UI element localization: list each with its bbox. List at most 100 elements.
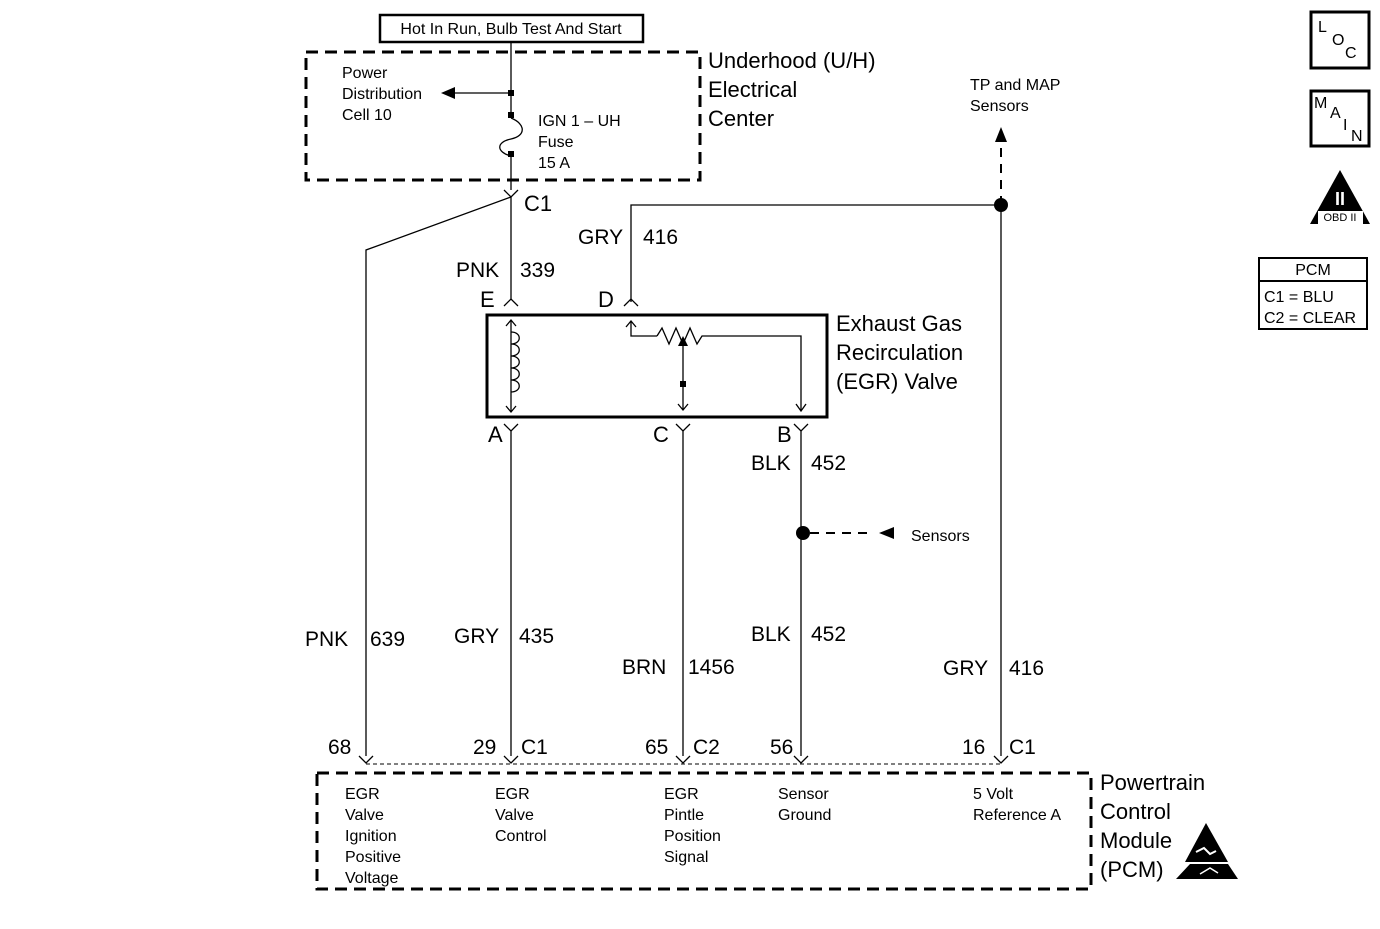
- wire-brn-1456-number: 1456: [688, 656, 735, 679]
- pin-c-connector: [675, 423, 691, 432]
- pin-e-label: E: [480, 287, 495, 312]
- svg-text:Reference A: Reference A: [973, 807, 1061, 824]
- c1-connector-symbol: [503, 189, 519, 198]
- wire-gry-435-color: GRY: [454, 625, 499, 648]
- wire-gry-435-number: 435: [519, 625, 554, 648]
- tp-map-line1: TP and MAP: [970, 77, 1060, 94]
- svg-text:II: II: [1335, 189, 1345, 209]
- egr-valve-line1: Exhaust Gas: [836, 311, 962, 336]
- pcm-pin-16-connector: C1: [1009, 736, 1036, 759]
- sensors-label: Sensors: [911, 528, 970, 545]
- wire-pnk-339-number: 339: [520, 259, 555, 282]
- pcm-function-5: 5 Volt Reference A: [973, 786, 1061, 824]
- pcm-pin-29-connector: C1: [521, 736, 548, 759]
- pcm-function-3: EGR Pintle Position Signal: [664, 786, 721, 866]
- fuse-line2: Fuse: [538, 134, 574, 151]
- svg-text:EGR: EGR: [495, 786, 530, 803]
- power-dist-line1: Power: [342, 65, 388, 82]
- tp-map-line2: Sensors: [970, 98, 1029, 115]
- pin-a-label: A: [488, 422, 503, 447]
- sensors-arrow: [879, 527, 894, 539]
- wire-blk-452-bottom-color: BLK: [751, 623, 791, 646]
- wire-blk-452-bottom-number: 452: [811, 623, 846, 646]
- power-banner-text: Hot In Run, Bulb Test And Start: [400, 21, 622, 38]
- fuse-line3: 15 A: [538, 155, 570, 172]
- pcm-module-line1: Powertrain: [1100, 770, 1205, 795]
- svg-text:Ignition: Ignition: [345, 828, 397, 845]
- pcm-function-4: Sensor Ground: [778, 786, 831, 824]
- svg-text:Valve: Valve: [495, 807, 534, 824]
- svg-text:L: L: [1318, 19, 1327, 36]
- pcm-module-line3: Module: [1100, 828, 1172, 853]
- wire-pnk-639-number: 639: [370, 628, 405, 651]
- power-banner: Hot In Run, Bulb Test And Start: [378, 13, 645, 44]
- pin-b-label: B: [777, 422, 792, 447]
- pcm-function-2: EGR Valve Control: [495, 786, 547, 845]
- wire-pnk-639-color: PNK: [305, 628, 348, 651]
- pcm-module-line4: (PCM): [1100, 857, 1164, 882]
- power-dist-line2: Distribution: [342, 86, 422, 103]
- svg-text:Voltage: Voltage: [345, 870, 398, 887]
- svg-text:Valve: Valve: [345, 807, 384, 824]
- wire-gry-416-bottom-number: 416: [1009, 657, 1044, 680]
- wire-blk-452-top-number: 452: [811, 452, 846, 475]
- svg-text:A: A: [1330, 105, 1341, 122]
- svg-text:O: O: [1332, 32, 1344, 49]
- pin-d-label: D: [598, 287, 614, 312]
- esd-warning-icon: [1176, 823, 1238, 879]
- pin-c-label: C: [653, 422, 669, 447]
- wire-gry-416-bottom-color: GRY: [943, 657, 988, 680]
- svg-text:Sensor: Sensor: [778, 786, 829, 803]
- tp-map-arrow: [995, 127, 1007, 142]
- wire-pnk-339-color: PNK: [456, 259, 499, 282]
- svg-text:EGR: EGR: [345, 786, 380, 803]
- pcm-legend-title: PCM: [1295, 262, 1331, 279]
- c1-connector-label: C1: [524, 191, 552, 216]
- svg-text:Signal: Signal: [664, 849, 708, 866]
- egr-valve-box: [485, 313, 829, 419]
- pin-d-connector: [623, 298, 639, 307]
- wire-brn-1456-color: BRN: [622, 656, 666, 679]
- pin-e-connector: [503, 298, 519, 307]
- svg-text:Control: Control: [495, 828, 547, 845]
- pin-a-connector: [503, 423, 519, 432]
- wire-gry-416-top: [630, 204, 1001, 302]
- pcm-connector-legend: PCM C1 = BLU C2 = CLEAR: [1258, 257, 1368, 330]
- uh-center-box: [304, 50, 702, 182]
- pcm-pin-68: 68: [328, 736, 351, 759]
- pcm-legend-c2: C2 = CLEAR: [1264, 310, 1356, 327]
- pcm-pin-16: 16: [962, 736, 985, 759]
- obd-ii-icon[interactable]: II OBD II: [1310, 170, 1370, 224]
- wire-pnk-639: [365, 196, 512, 756]
- egr-valve-line3: (EGR) Valve: [836, 369, 958, 394]
- svg-text:Ground: Ground: [778, 807, 831, 824]
- pcm-legend-c1: C1 = BLU: [1264, 289, 1334, 306]
- svg-text:OBD II: OBD II: [1323, 212, 1356, 224]
- egr-valve-line2: Recirculation: [836, 340, 963, 365]
- uh-center-line3: Center: [708, 106, 774, 131]
- svg-text:N: N: [1351, 128, 1363, 145]
- svg-text:I: I: [1343, 117, 1347, 134]
- pcm-pin-65-connector: C2: [693, 736, 720, 759]
- main-icon[interactable]: M A I N: [1309, 89, 1371, 148]
- svg-text:Pintle: Pintle: [664, 807, 704, 824]
- svg-text:Positive: Positive: [345, 849, 401, 866]
- solenoid-coil: [505, 318, 520, 414]
- pcm-function-1: EGR Valve Ignition Positive Voltage: [345, 786, 401, 887]
- pintle-potentiometer: [625, 319, 807, 413]
- pcm-pin-29: 29: [473, 736, 496, 759]
- svg-text:M: M: [1314, 95, 1327, 112]
- pcm-connector-symbols: [358, 755, 1009, 765]
- svg-text:C: C: [1345, 45, 1357, 62]
- fuse-symbol: [499, 42, 523, 190]
- loc-icon[interactable]: L O C: [1309, 10, 1371, 70]
- splice-blk-452: [796, 526, 810, 540]
- pcm-pin-65: 65: [645, 736, 668, 759]
- svg-text:Position: Position: [664, 828, 721, 845]
- pcm-pin-56: 56: [770, 736, 793, 759]
- pcm-box: [315, 771, 1093, 891]
- power-dist-arrow: [441, 87, 514, 99]
- fuse-line1: IGN 1 – UH: [538, 113, 621, 130]
- power-dist-line3: Cell 10: [342, 107, 392, 124]
